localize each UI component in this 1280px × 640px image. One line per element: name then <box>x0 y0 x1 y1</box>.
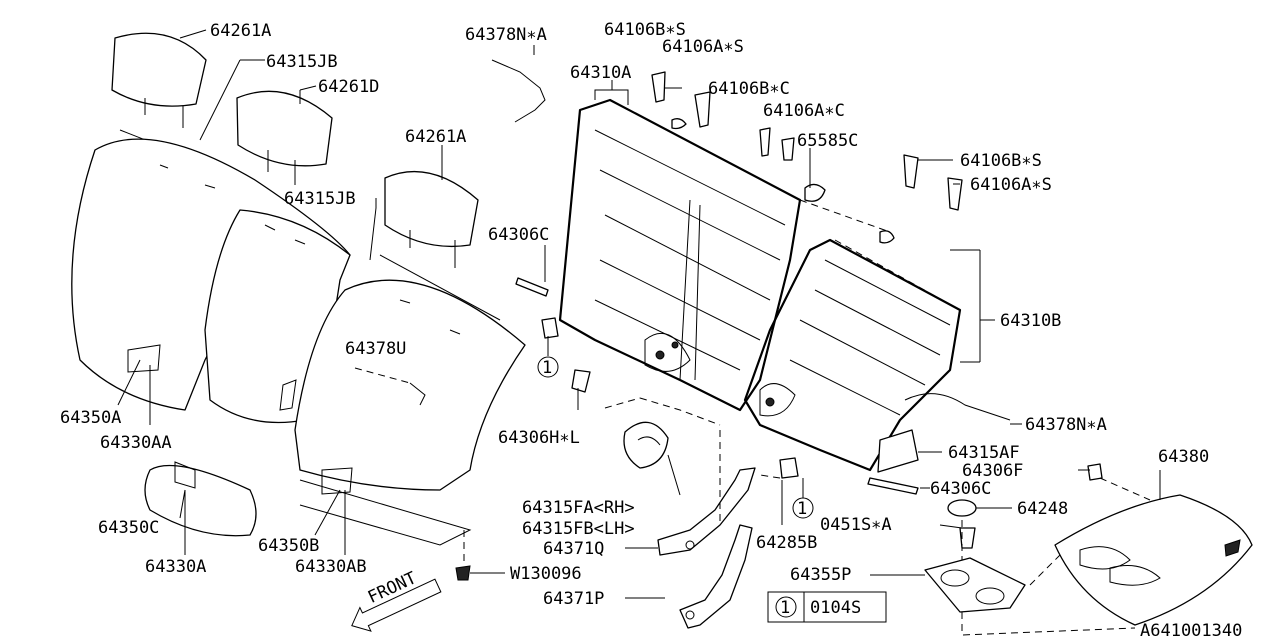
bracket-64371p <box>679 524 753 629</box>
ref-callout-1-right: 1 <box>792 478 814 519</box>
wire-harness-top <box>491 59 546 123</box>
label-64248: 64248 <box>1017 499 1068 519</box>
label-64106as-2: 64106A∗S <box>970 175 1052 195</box>
label-64261d: 64261D <box>318 77 379 97</box>
label-64261a-1: 64261A <box>210 21 271 41</box>
label-0451sa: 0451S∗A <box>820 515 892 535</box>
ref-number: 1 <box>542 358 552 378</box>
label-64355p: 64355P <box>790 565 851 585</box>
leader-lines <box>117 29 1161 599</box>
wire-harness-right <box>904 393 1011 421</box>
armrest-base-64380 <box>1054 494 1253 626</box>
label-64378na-top: 64378N∗A <box>465 25 547 45</box>
headrest-left <box>111 32 207 128</box>
label-64306hl: 64306H∗L <box>498 428 580 448</box>
armrest-cushion <box>144 461 257 537</box>
label-64106bc: 64106B∗C <box>708 79 790 99</box>
label-64310b: 64310B <box>1000 311 1061 331</box>
clip-w130096 <box>455 530 471 581</box>
legend-box: 1 0104S <box>767 591 887 623</box>
headrest-right <box>384 171 479 268</box>
label-64106ac: 64106A∗C <box>763 101 845 121</box>
cupholder-64355p <box>924 557 1026 613</box>
label-64350a: 64350A <box>60 408 121 428</box>
label-64378na-right: 64378N∗A <box>1025 415 1107 435</box>
label-64306c-2: 64306C <box>930 479 991 499</box>
side-cover-64315af <box>877 429 919 473</box>
ref-number: 1 <box>797 499 807 519</box>
label-64106bs-2: 64106B∗S <box>960 151 1042 171</box>
fasteners <box>515 71 1103 549</box>
label-64330a: 64330A <box>145 557 206 577</box>
seatback-frame-64310a <box>558 98 802 412</box>
ref-callout-1-left: 1 <box>537 336 559 378</box>
label-64330ab: 64330AB <box>295 557 367 577</box>
label-64371p: 64371P <box>543 589 604 609</box>
label-64330aa: 64330AA <box>100 433 172 453</box>
label-64315fb: 64315FB<LH> <box>522 519 635 539</box>
label-w130096: W130096 <box>510 564 582 584</box>
label-64315af: 64315AF <box>948 443 1020 463</box>
label-64350b: 64350B <box>258 536 319 556</box>
label-64285b: 64285B <box>756 533 817 553</box>
label-64315jb-2: 64315JB <box>284 189 356 209</box>
label-64306c-1: 64306C <box>488 225 549 245</box>
headrest-center <box>236 90 333 185</box>
seatback-cover-right <box>294 254 526 546</box>
diagram-id: A641001340 <box>1140 621 1242 640</box>
label-64380: 64380 <box>1158 447 1209 467</box>
front-label: FRONT <box>365 568 420 608</box>
legend-part-number: 0104S <box>810 598 861 618</box>
recliner-cover <box>623 421 669 469</box>
part-labels: 64261A 64315JB 64261D 64315JB 64261A 643… <box>60 20 1242 640</box>
label-64378u: 64378U <box>345 339 406 359</box>
bracket-64371q <box>657 467 756 556</box>
label-64261a-2: 64261A <box>405 127 466 147</box>
label-65585c: 65585C <box>797 131 858 151</box>
seatback-frame-64310b <box>743 238 962 472</box>
legend-number: 1 <box>780 598 790 618</box>
label-64350c: 64350C <box>98 518 159 538</box>
label-64106bs-1: 64106B∗S <box>604 20 686 40</box>
label-64310a: 64310A <box>570 63 631 83</box>
label-64315jb-1: 64315JB <box>266 52 338 72</box>
label-64106as-1: 64106A∗S <box>662 37 744 57</box>
label-64315fa: 64315FA<RH> <box>522 498 635 518</box>
cap-64248 <box>947 499 977 517</box>
label-64371q: 64371Q <box>543 539 604 559</box>
label-64306f: 64306F <box>962 461 1023 481</box>
